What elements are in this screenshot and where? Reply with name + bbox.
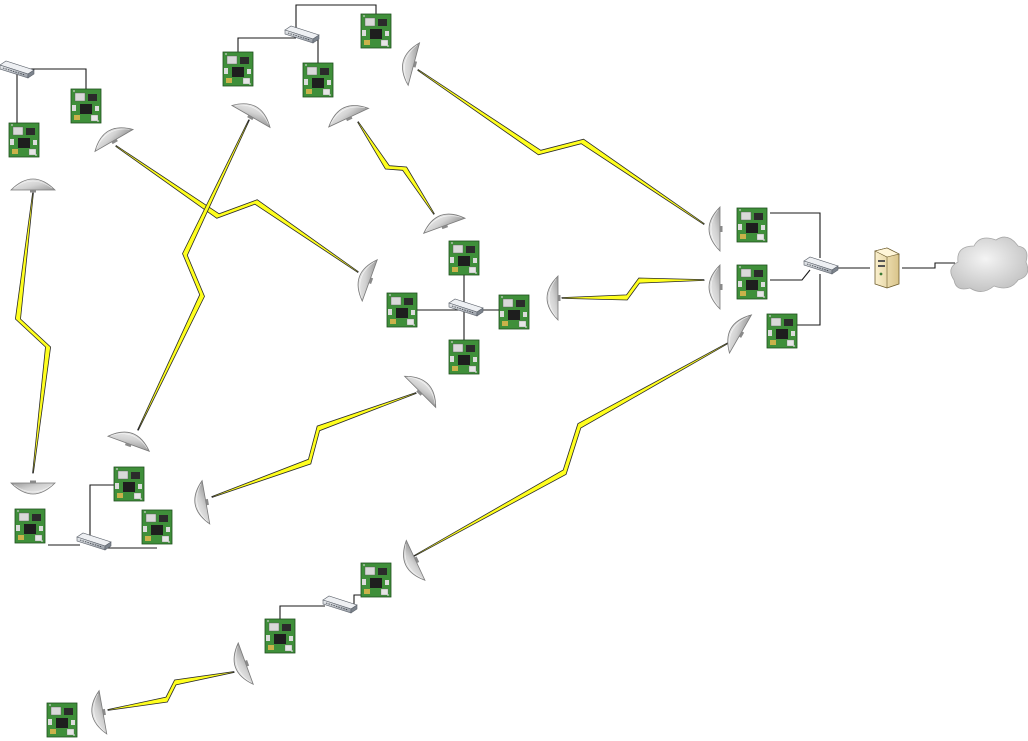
server-icon	[874, 247, 900, 289]
dish-antenna-icon	[397, 39, 423, 87]
wireless-link-icon	[115, 145, 359, 273]
switches	[0, 25, 839, 614]
router-board-icon	[141, 509, 173, 545]
network-switch-icon	[448, 298, 484, 317]
dish-antenna-icon	[402, 367, 445, 410]
wireless-link-icon	[357, 121, 435, 215]
wireless-link-icon	[137, 119, 250, 431]
wired-link	[770, 269, 811, 281]
router-board-icon	[360, 13, 392, 49]
router-board-icon	[113, 466, 145, 502]
router-board-icon	[46, 702, 78, 738]
router-board-icon	[222, 51, 254, 87]
dish-antenna-icon	[88, 119, 135, 155]
router-board-icon	[766, 313, 798, 349]
wired-link	[237, 37, 296, 55]
wired-link	[17, 68, 87, 95]
wired-link	[902, 262, 955, 269]
wired-link	[770, 212, 821, 258]
router-board-icon	[386, 292, 418, 328]
wireless-links	[14, 69, 731, 711]
router-board-icon	[8, 122, 40, 158]
router-board-icon	[736, 207, 768, 243]
network-switch-icon	[322, 595, 358, 614]
wireless-link-icon	[211, 392, 417, 498]
router-board-icon	[14, 508, 46, 544]
router-board-icon	[70, 88, 102, 124]
router-board-icon	[498, 294, 530, 330]
dish-antenna-icon	[87, 689, 110, 737]
router-board-icon	[448, 240, 480, 276]
dish-antenna-icon	[230, 95, 277, 131]
dish-antenna-icon	[351, 255, 381, 303]
wireless-link-icon	[14, 192, 52, 474]
wired-link	[295, 4, 377, 28]
dish-antenna-icon	[106, 425, 154, 455]
wireless-link-icon	[417, 69, 705, 225]
router-board-icon	[448, 339, 480, 375]
router-board-icon	[264, 618, 296, 654]
router-board-icon	[302, 62, 334, 98]
dish-antenna-icon	[190, 479, 213, 527]
router-board-icon	[736, 264, 768, 300]
dish-antenna-icon	[708, 264, 723, 310]
wired-link	[89, 484, 120, 538]
router-board-icon	[360, 562, 392, 598]
dish-antenna-icon	[395, 538, 428, 586]
wireless-link-icon	[561, 277, 705, 301]
dish-antenna-icon	[10, 178, 56, 193]
dish-antenna-icon	[708, 206, 723, 252]
dish-antenna-icon	[546, 275, 561, 321]
dish-antenna-icon	[10, 480, 56, 495]
dish-antenna-icon	[419, 207, 467, 237]
dish-antenna-icon	[719, 308, 755, 355]
cloud-icon	[950, 236, 1028, 292]
router-boards	[8, 13, 798, 738]
network-switch-icon	[284, 25, 320, 44]
dish-antennas	[10, 39, 755, 737]
dish-antenna-icon	[227, 641, 257, 689]
dish-antenna-icon	[323, 97, 371, 130]
network-switch-icon	[76, 532, 112, 551]
wireless-link-icon	[107, 671, 235, 711]
